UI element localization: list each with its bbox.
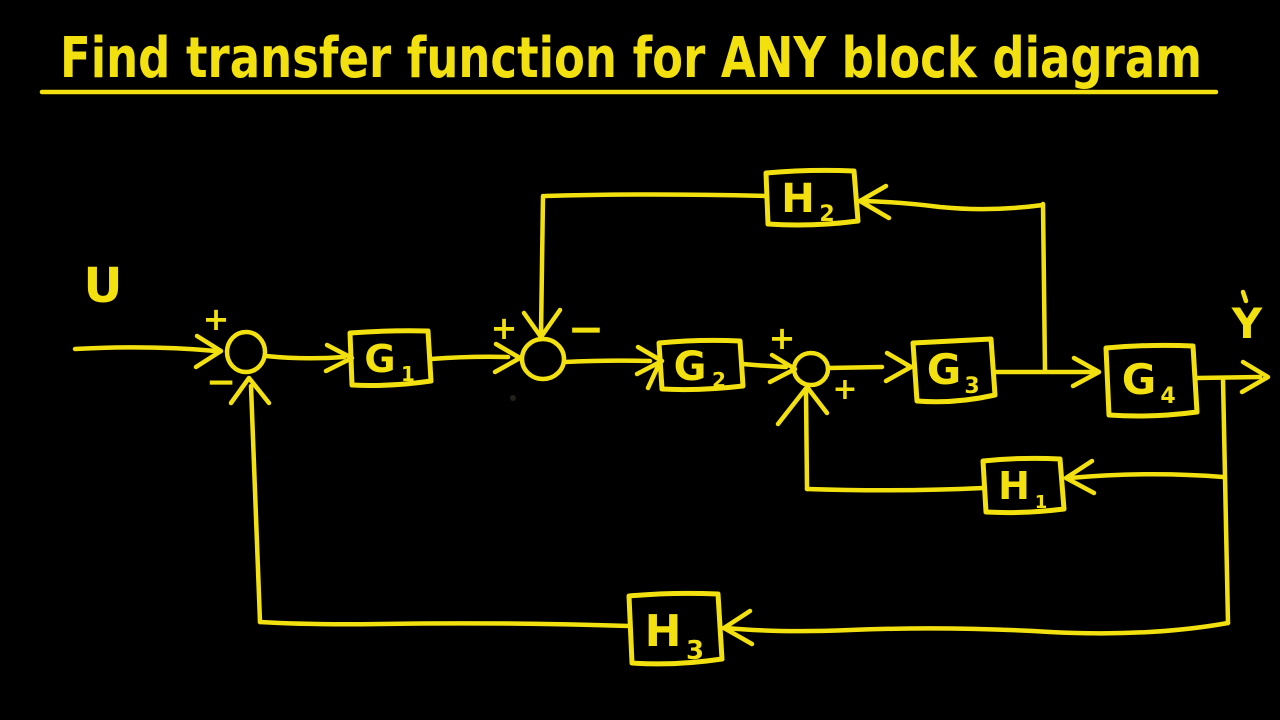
output-arrowhead-icon xyxy=(1239,359,1271,395)
g3-label: G xyxy=(927,345,961,394)
sum2-feedback-arrowhead-icon xyxy=(521,307,563,340)
g1-subscript: 1 xyxy=(401,362,415,386)
g2-block xyxy=(656,337,746,393)
h2-block xyxy=(763,167,861,228)
h3-arrowhead-icon xyxy=(721,608,755,647)
sum1-minus-sign: − xyxy=(206,362,236,403)
g2-to-sum3-line xyxy=(740,361,789,370)
h2-drop-line xyxy=(538,193,546,337)
sum1-plus-sign: + xyxy=(203,300,230,338)
h2-label: H xyxy=(781,176,814,222)
h3-label: H xyxy=(645,606,682,657)
h2-subscript: 2 xyxy=(819,202,834,227)
input-arrowhead-icon xyxy=(193,333,224,370)
input-line xyxy=(72,345,219,354)
sum1-feedback-arrowhead-icon xyxy=(228,375,272,406)
page-title: Find transfer function for ANY block dia… xyxy=(60,26,1202,91)
g3-block xyxy=(910,336,998,405)
h3-rise-line xyxy=(248,383,263,625)
h1-input-line xyxy=(1066,471,1226,481)
summing-junction-1 xyxy=(224,329,268,375)
output-line xyxy=(1194,374,1263,381)
g3-arrowhead-icon xyxy=(883,350,914,384)
h3-input-line xyxy=(723,620,1231,636)
g2-label: G xyxy=(674,344,707,390)
g4-subscript: 4 xyxy=(1160,384,1175,409)
h1-label: H xyxy=(998,464,1030,508)
sum2-minus-sign: − xyxy=(568,304,605,355)
g2-subscript: 2 xyxy=(712,368,726,392)
feedback-trunk-line xyxy=(1220,376,1231,626)
h2-arrowhead-icon xyxy=(857,183,892,221)
output-signal-label: Y xyxy=(1231,299,1263,348)
h1-subscript: 1 xyxy=(1035,492,1048,513)
h1-arrowhead-icon xyxy=(1063,458,1097,496)
g1-block xyxy=(347,328,434,388)
g4-block xyxy=(1103,342,1200,419)
g1-label: G xyxy=(364,337,395,381)
sum1-to-g1-line xyxy=(263,353,347,361)
h3-subscript: 3 xyxy=(686,636,704,666)
pen-smudge xyxy=(510,395,516,401)
h2-output-line xyxy=(542,192,769,199)
stray-pen-mark xyxy=(1240,289,1249,304)
h1-block xyxy=(980,455,1067,516)
sum3-plus-right-sign: + xyxy=(832,372,857,407)
g2-arrowhead-stray-stroke xyxy=(645,359,663,391)
h1-output-line xyxy=(804,485,986,493)
g4-arrowhead-icon xyxy=(1070,355,1102,389)
summing-junction-3 xyxy=(791,350,831,388)
g1-to-sum2-line xyxy=(428,354,511,362)
h3-output-line xyxy=(257,619,632,629)
g4-label: G xyxy=(1122,355,1156,404)
h2-input-line xyxy=(861,198,1046,212)
summing-junction-2 xyxy=(519,336,567,382)
sum2-to-g2-line xyxy=(562,358,653,365)
sum3-feedback-arrowhead-icon xyxy=(775,384,830,427)
h3-block xyxy=(626,590,725,667)
sum2-plus-sign: + xyxy=(491,309,518,347)
input-signal-label: U xyxy=(84,258,123,314)
h2-takeoff-line xyxy=(1040,201,1048,374)
sum3-plus-top-sign: + xyxy=(769,319,796,357)
sum3-to-g3-line xyxy=(825,364,885,371)
h1-rise-line xyxy=(803,389,810,492)
g3-subscript: 3 xyxy=(964,374,979,399)
